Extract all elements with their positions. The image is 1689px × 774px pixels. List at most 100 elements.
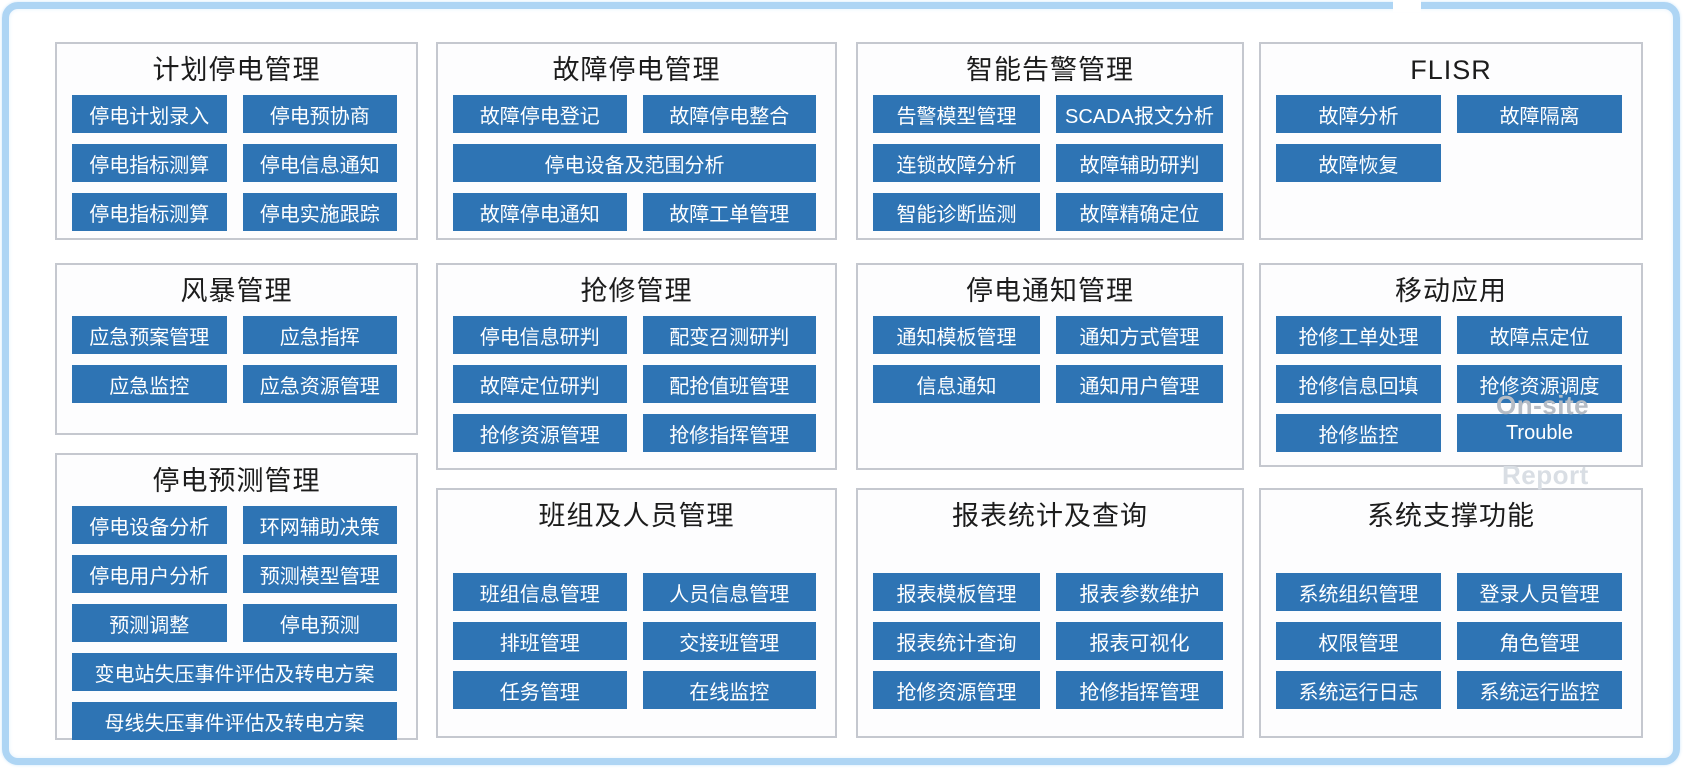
panel-title: 停电通知管理 (966, 276, 1134, 306)
panel-team-personnel-management: 班组及人员管理 班组信息管理 人员信息管理 排班管理 交接班管理 任务管理 在线… (436, 488, 837, 738)
module-button[interactable]: 在线监控 (642, 671, 816, 709)
module-button[interactable]: 变电站失压事件评估及转电方案 (72, 653, 397, 691)
panel-title: 系统支撑功能 (1367, 501, 1535, 531)
border-notch (1393, 0, 1421, 12)
report-overlay-text: Report (1502, 460, 1589, 490)
panel-repair-management: 抢修管理 停电信息研判 配变召测研判 故障定位研判 配抢值班管理 抢修资源管理 … (436, 263, 837, 470)
module-button[interactable]: 抢修资源管理 (873, 671, 1040, 709)
panel-title: 报表统计及查询 (952, 501, 1148, 531)
panel-body: 应急预案管理 应急指挥 应急监控 应急资源管理 (57, 308, 416, 403)
panel-body: 抢修工单处理 故障点定位 抢修信息回填 抢修资源调度 抢修监控 Trouble (1261, 308, 1641, 452)
module-button[interactable]: 故障精确定位 (1056, 193, 1223, 231)
module-button[interactable]: 抢修指挥管理 (1056, 671, 1223, 709)
panel-body: 通知模板管理 通知方式管理 信息通知 通知用户管理 (858, 308, 1242, 403)
module-button[interactable]: 通知用户管理 (1056, 365, 1223, 403)
panel-body: 停电设备分析 环网辅助决策 停电用户分析 预测模型管理 预测调整 停电预测 变电… (57, 498, 416, 740)
module-button[interactable]: 停电计划录入 (72, 95, 227, 133)
panel-title: 停电预测管理 (152, 466, 321, 496)
module-button[interactable]: 应急指挥 (242, 316, 397, 354)
module-button[interactable]: 故障工单管理 (642, 193, 816, 231)
module-button[interactable]: 环网辅助决策 (242, 506, 397, 544)
module-button[interactable]: 告警模型管理 (873, 95, 1040, 133)
module-button[interactable]: 系统运行日志 (1276, 671, 1441, 709)
panel-body: 告警模型管理 SCADA报文分析 连锁故障分析 故障辅助研判 智能诊断监测 故障… (858, 87, 1242, 231)
panel-storm-management: 风暴管理 应急预案管理 应急指挥 应急监控 应急资源管理 (55, 263, 418, 435)
module-button[interactable]: 故障定位研判 (453, 365, 627, 403)
module-button[interactable]: 权限管理 (1276, 622, 1441, 660)
module-button[interactable]: 系统组织管理 (1276, 573, 1441, 611)
module-button[interactable]: 预测模型管理 (242, 555, 397, 593)
module-button[interactable]: 通知方式管理 (1056, 316, 1223, 354)
module-button[interactable]: 停电指标测算 (72, 193, 227, 231)
panel-title: 风暴管理 (180, 276, 293, 306)
module-button[interactable]: 停电指标测算 (72, 144, 227, 182)
module-button[interactable]: 故障恢复 (1276, 144, 1441, 182)
panel-title: 抢修管理 (580, 276, 693, 306)
module-button[interactable]: 故障辅助研判 (1056, 144, 1223, 182)
module-button[interactable]: 抢修资源调度 (1457, 365, 1622, 403)
module-button[interactable]: 通知模板管理 (873, 316, 1040, 354)
module-button[interactable]: 应急监控 (72, 365, 227, 403)
panel-intelligent-alarm-management: 智能告警管理 告警模型管理 SCADA报文分析 连锁故障分析 故障辅助研判 智能… (856, 42, 1244, 240)
module-button[interactable]: 抢修工单处理 (1276, 316, 1441, 354)
module-button[interactable]: 智能诊断监测 (873, 193, 1040, 231)
module-button[interactable]: 系统运行监控 (1457, 671, 1622, 709)
panel-title: 班组及人员管理 (538, 501, 735, 531)
module-button[interactable]: 连锁故障分析 (873, 144, 1040, 182)
module-button[interactable]: 人员信息管理 (642, 573, 816, 611)
module-button[interactable]: 信息通知 (873, 365, 1040, 403)
module-button[interactable]: 应急预案管理 (72, 316, 227, 354)
module-button[interactable]: 应急资源管理 (242, 365, 397, 403)
module-button[interactable]: 故障停电整合 (642, 95, 816, 133)
module-button[interactable]: 报表可视化 (1056, 622, 1223, 660)
panel-body: 班组信息管理 人员信息管理 排班管理 交接班管理 任务管理 在线监控 (438, 533, 835, 709)
module-button[interactable]: 任务管理 (453, 671, 627, 709)
module-button[interactable]: 抢修监控 (1276, 414, 1441, 452)
module-button[interactable]: Trouble (1457, 414, 1622, 452)
panel-title: 移动应用 (1395, 276, 1507, 306)
module-button[interactable]: 预测调整 (72, 604, 227, 642)
module-button[interactable]: 停电设备分析 (72, 506, 227, 544)
module-button[interactable]: 故障点定位 (1457, 316, 1622, 354)
panel-title: 智能告警管理 (966, 55, 1134, 85)
module-button[interactable]: 报表统计查询 (873, 622, 1040, 660)
module-button[interactable]: 停电用户分析 (72, 555, 227, 593)
module-button[interactable]: 停电预协商 (242, 95, 397, 133)
module-button[interactable]: 登录人员管理 (1457, 573, 1622, 611)
module-button[interactable]: 母线失压事件评估及转电方案 (72, 702, 397, 740)
module-button[interactable]: 故障停电登记 (453, 95, 627, 133)
module-button[interactable]: 停电信息研判 (453, 316, 627, 354)
panel-body: 故障停电登记 故障停电整合 停电设备及范围分析 故障停电通知 故障工单管理 (438, 87, 835, 231)
module-button[interactable]: 报表参数维护 (1056, 573, 1223, 611)
module-button[interactable]: 配变召测研判 (642, 316, 816, 354)
module-button[interactable]: 故障停电通知 (453, 193, 627, 231)
module-button[interactable]: 抢修资源管理 (453, 414, 627, 452)
module-button[interactable]: 报表模板管理 (873, 573, 1040, 611)
module-button[interactable]: 停电信息通知 (242, 144, 397, 182)
panel-title: 故障停电管理 (552, 55, 721, 85)
module-button[interactable]: 抢修信息回填 (1276, 365, 1441, 403)
module-button[interactable]: 故障隔离 (1457, 95, 1622, 133)
module-button[interactable]: 配抢值班管理 (642, 365, 816, 403)
module-button[interactable]: 停电设备及范围分析 (453, 144, 816, 182)
panel-outage-notification-management: 停电通知管理 通知模板管理 通知方式管理 信息通知 通知用户管理 (856, 263, 1244, 470)
module-button[interactable]: 排班管理 (453, 622, 627, 660)
panel-fault-outage-management: 故障停电管理 故障停电登记 故障停电整合 停电设备及范围分析 故障停电通知 故障… (436, 42, 837, 240)
module-button[interactable]: 班组信息管理 (453, 573, 627, 611)
module-button[interactable]: 停电实施跟踪 (242, 193, 397, 231)
module-button[interactable]: SCADA报文分析 (1056, 95, 1223, 133)
module-button[interactable]: 停电预测 (242, 604, 397, 642)
panel-mobile-application: 移动应用 抢修工单处理 故障点定位 抢修信息回填 抢修资源调度 抢修监控 Tro… (1259, 263, 1643, 467)
panel-flisr: FLISR 故障分析 故障隔离 故障恢复 (1259, 42, 1643, 240)
module-button[interactable]: 故障分析 (1276, 95, 1441, 133)
module-button[interactable]: 交接班管理 (642, 622, 816, 660)
panel-body: 系统组织管理 登录人员管理 权限管理 角色管理 系统运行日志 系统运行监控 (1261, 533, 1641, 709)
panel-report-statistics-query: 报表统计及查询 报表模板管理 报表参数维护 报表统计查询 报表可视化 抢修资源管… (856, 488, 1244, 738)
panel-body: 报表模板管理 报表参数维护 报表统计查询 报表可视化 抢修资源管理 抢修指挥管理 (858, 533, 1242, 709)
panel-title: 计划停电管理 (152, 55, 321, 85)
panel-outage-forecast-management: 停电预测管理 停电设备分析 环网辅助决策 停电用户分析 预测模型管理 预测调整 … (55, 453, 418, 740)
on-site-overlay-text: On-site (1496, 390, 1590, 420)
module-button[interactable]: 抢修指挥管理 (642, 414, 816, 452)
panel-title: FLISR (1410, 55, 1492, 85)
module-button[interactable]: 角色管理 (1457, 622, 1622, 660)
